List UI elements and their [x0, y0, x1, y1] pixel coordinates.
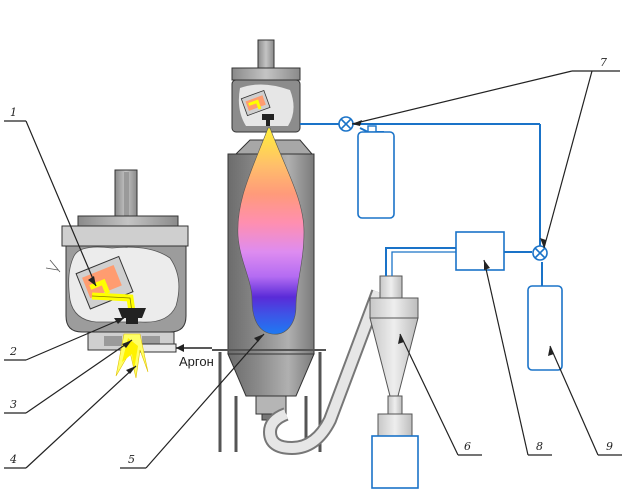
callout-8: 8 — [536, 440, 543, 453]
callout-arrowheads — [88, 120, 554, 374]
gas-cylinder-9 — [527, 285, 563, 371]
callout-5: 5 — [128, 453, 135, 466]
callout-7: 7 — [600, 56, 607, 69]
melting-unit-detail — [45, 169, 189, 379]
callout-6: 6 — [464, 440, 471, 453]
callout-leaders — [4, 70, 622, 469]
argon-label: Аргон — [179, 354, 214, 369]
callout-2: 2 — [9, 345, 17, 358]
gas-cylinder — [357, 125, 395, 219]
callout-4: 4 — [9, 453, 17, 466]
spray-plume — [237, 127, 305, 335]
callout-1: 1 — [10, 106, 17, 119]
atomization-tower — [212, 39, 326, 452]
argon-inlet: Аргон — [176, 344, 214, 369]
callout-9: 9 — [606, 440, 613, 453]
valve-icon — [532, 245, 548, 261]
callout-3: 3 — [10, 398, 17, 411]
cyclone-separator — [262, 275, 419, 489]
gas-pipe-double — [391, 251, 456, 276]
filter-unit — [455, 231, 505, 271]
valve-icon — [338, 116, 354, 132]
gas-piping — [300, 123, 543, 286]
